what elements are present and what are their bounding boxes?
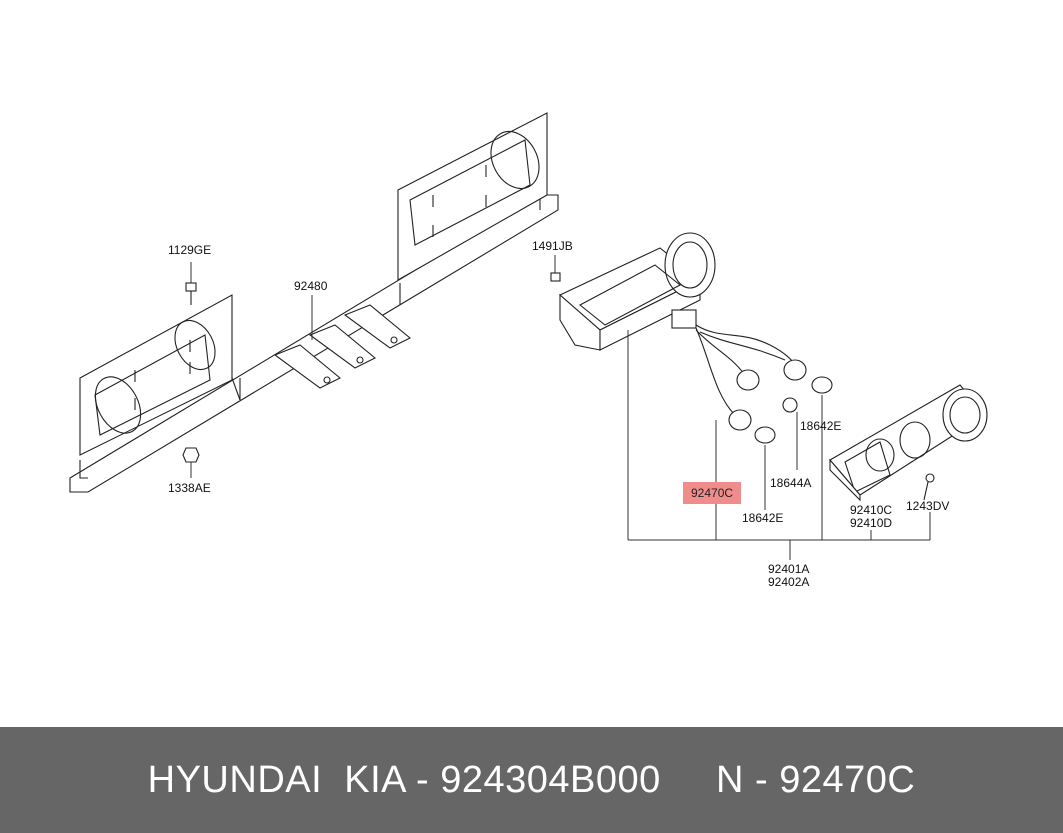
callout-92470C-highlight: 92470C	[683, 482, 742, 504]
part-number-banner: HYUNDAI KIA - 924304B000 N - 92470C	[0, 727, 1063, 833]
clip-1491JB-icon	[550, 255, 561, 282]
exploded-view-drawing	[69, 112, 988, 560]
callout-92402A: 92402A	[768, 575, 810, 589]
nut-1338AE-icon	[182, 447, 200, 478]
left-bracket-plate	[79, 294, 233, 456]
leader-lines	[627, 330, 931, 560]
parts-diagram: 1129GE 92480 1338AE 1491JB 92470C 18642E…	[69, 112, 988, 589]
callout-92410C: 92410C	[850, 503, 893, 517]
callout-18642E-lower: 18642E	[742, 511, 784, 525]
wiring-harness	[671, 309, 801, 416]
right-bracket-plate	[397, 112, 548, 281]
bulb-sockets	[728, 359, 807, 431]
callout-92480: 92480	[294, 279, 328, 293]
part-number-text: HYUNDAI KIA - 924304B000 N - 92470C	[147, 758, 916, 801]
callout-1129GE: 1129GE	[168, 243, 212, 257]
lamp-lens	[829, 384, 988, 502]
bolt-1129GE-icon	[185, 262, 197, 305]
callout-18644A: 18644A	[770, 476, 812, 490]
callout-92410D: 92410D	[850, 516, 893, 530]
plate-tabs	[273, 304, 412, 389]
callout-1243DV: 1243DV	[906, 499, 950, 513]
callout-18642E-upper: 18642E	[800, 419, 842, 433]
lamp-housing	[559, 232, 716, 351]
callout-1491JB: 1491JB	[532, 239, 573, 253]
bulbs	[754, 376, 833, 444]
callout-1338AE: 1338AE	[168, 481, 211, 495]
screw-1243DV-icon	[923, 473, 935, 501]
callout-92401A: 92401A	[768, 562, 810, 576]
